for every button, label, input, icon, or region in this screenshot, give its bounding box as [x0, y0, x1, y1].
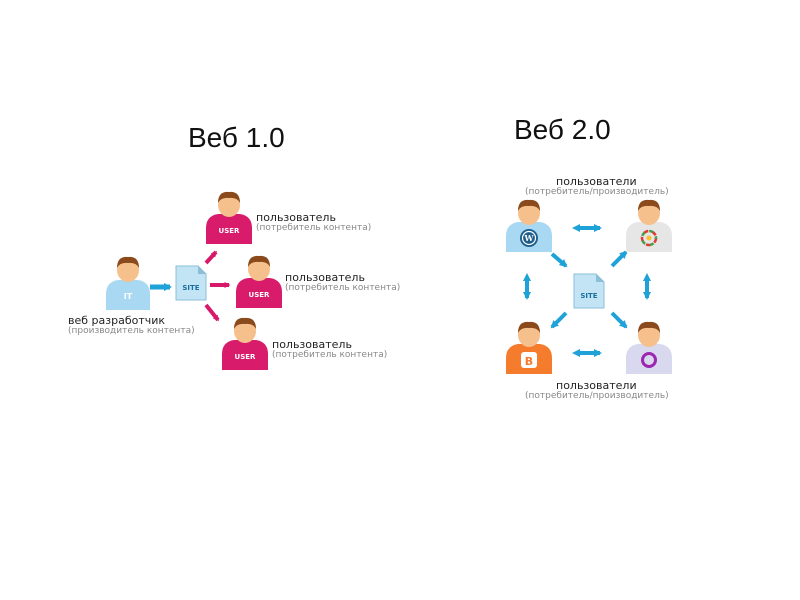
user-person-3: USER — [222, 317, 268, 370]
user-label-3: пользователь — [272, 338, 352, 351]
web2-title: Веб 2.0 — [514, 114, 611, 145]
picasa-icon — [640, 229, 658, 247]
arrow-site-to-user-3 — [204, 303, 220, 322]
site-document-web2: SITE — [573, 273, 605, 309]
developer-person: IT — [106, 256, 150, 310]
user-badge-2: USER — [249, 291, 271, 299]
web2-bottom-label: пользователи — [556, 379, 637, 392]
web1-title: Веб 1.0 — [188, 122, 285, 153]
person-orkut — [626, 321, 672, 374]
arrow-diag-top-right — [610, 250, 628, 268]
person-blogger: B — [506, 321, 552, 374]
user-sublabel-2: (потребитель контента) — [285, 283, 401, 293]
user-label-1: пользователь — [256, 211, 336, 224]
arrow-diag-bottom-left — [550, 311, 568, 329]
site-label-web2: SITE — [580, 292, 597, 300]
developer-shirt — [106, 280, 150, 310]
developer-label: веб разработчик — [68, 314, 166, 327]
user-label-2: пользователь — [285, 271, 365, 284]
user-person-1: USER — [206, 191, 252, 244]
user-badge-1: USER — [219, 227, 241, 235]
person-wordpress: W — [506, 199, 552, 252]
arrow-diag-bottom-right — [610, 311, 628, 329]
developer-sublabel: (производитель контента) — [68, 326, 195, 336]
site-label-web1: SITE — [182, 284, 199, 292]
person-picasa — [626, 199, 672, 252]
svg-text:B: B — [525, 355, 533, 368]
orkut-icon — [641, 352, 657, 368]
blogger-icon: B — [521, 352, 537, 368]
user-badge-3: USER — [235, 353, 257, 361]
arrow-diag-top-left — [550, 252, 568, 268]
user-sublabel-1: (потребитель контента) — [256, 223, 372, 233]
user-sublabel-3: (потребитель контента) — [272, 350, 388, 360]
user-person-2: USER — [236, 255, 282, 308]
arrow-site-to-user-1 — [204, 250, 218, 265]
developer-badge: IT — [124, 292, 133, 301]
site-document-web1: SITE — [175, 265, 207, 301]
web2-bottom-sublabel: (потребитель/производитель) — [525, 391, 669, 401]
wordpress-icon: W — [520, 229, 538, 247]
web2-top-label: пользователи — [556, 175, 637, 188]
web2-top-sublabel: (потребитель/производитель) — [525, 187, 669, 197]
svg-text:W: W — [524, 233, 535, 243]
